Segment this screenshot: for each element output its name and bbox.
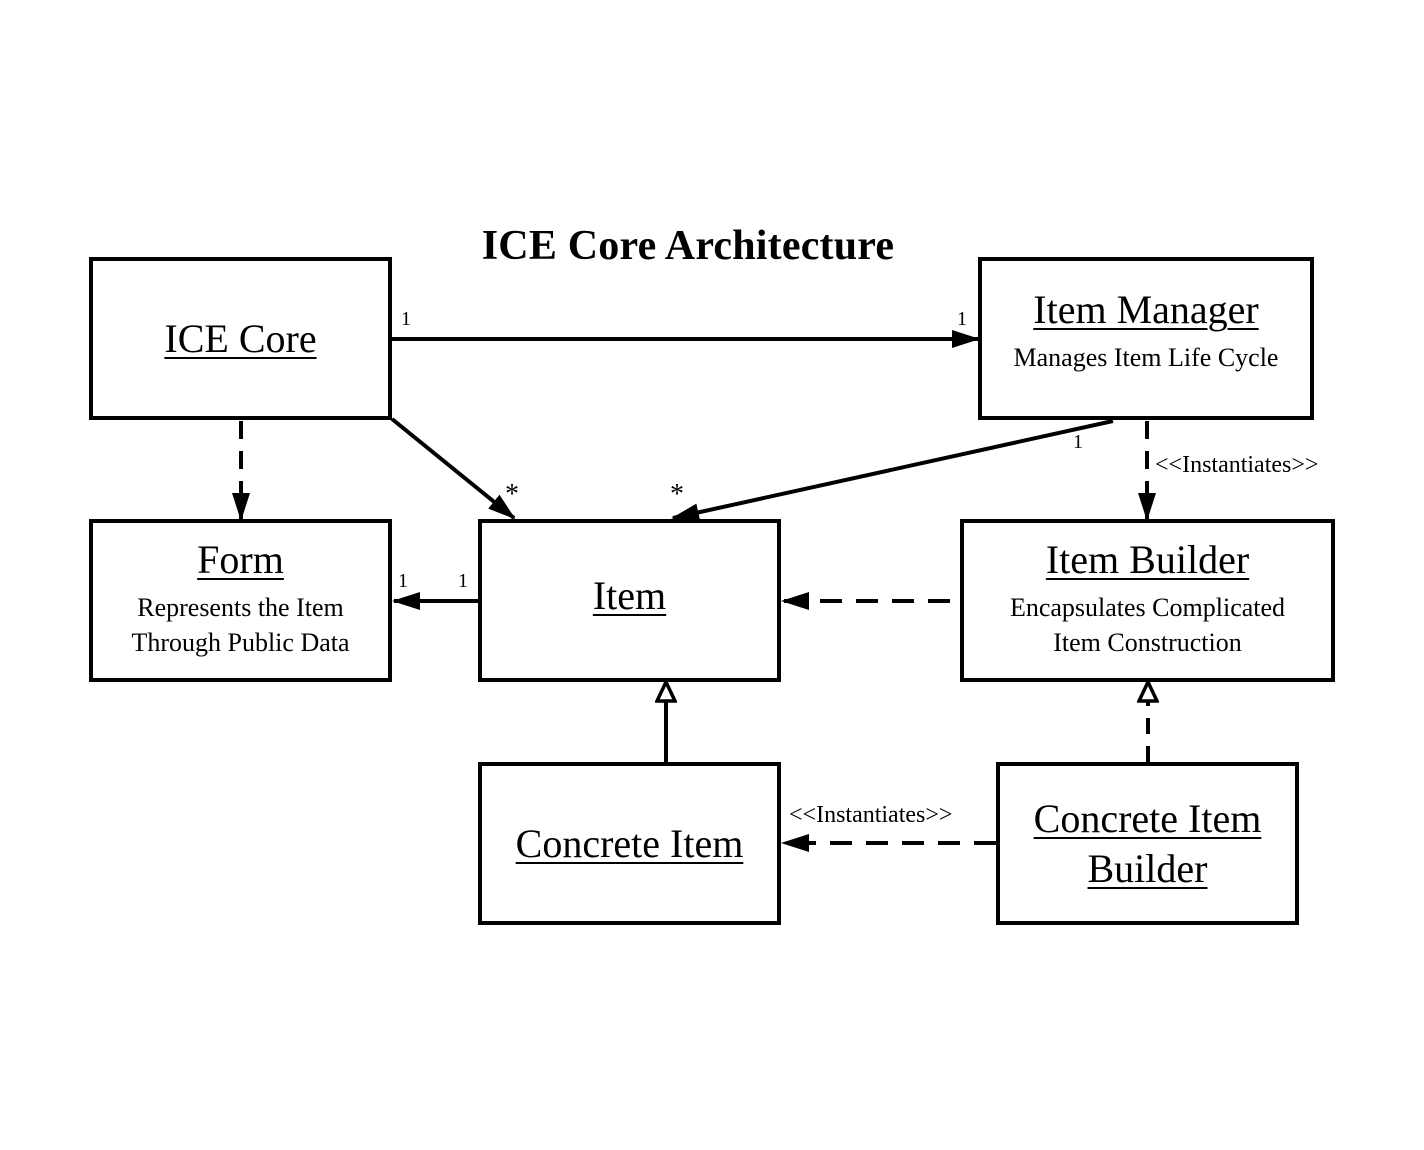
class-item-name: Item (592, 573, 667, 618)
diagram-title: ICE Core Architecture (481, 223, 895, 269)
class-item: Item (478, 519, 781, 682)
class-ice-core: ICE Core (89, 257, 392, 420)
class-ice-core-name: ICE Core (164, 315, 317, 361)
stereotype-manager-builder: <<Instantiates>> (1155, 452, 1319, 478)
class-concrete-item-builder-name: Concrete Item Builder (1033, 795, 1262, 891)
stereotype-concrete-builder-item: <<Instantiates>> (789, 802, 953, 828)
class-item-manager-name: Item Manager (1033, 287, 1259, 332)
class-item-manager-description: Manages Item Life Cycle (1013, 343, 1279, 372)
association-manager-item (671, 419, 1114, 522)
class-item-builder-name: Item Builder (1045, 537, 1250, 582)
multiplicity-core-manager-target: 1 (957, 308, 967, 330)
multiplicity-manager-item-source: 1 (1073, 431, 1083, 453)
class-form-description: Represents the Item Through Public Data (131, 593, 350, 657)
association-core-item (390, 417, 516, 520)
multiplicity-item-form-source: 1 (458, 570, 468, 592)
class-concrete-item: Concrete Item (478, 762, 781, 925)
class-form-name: Form (197, 537, 284, 582)
multiplicity-item-form-target: 1 (398, 570, 408, 592)
multiplicity-core-item-target: * (505, 479, 519, 510)
multiplicity-core-manager-source: 1 (401, 308, 411, 330)
class-form: Form Represents the Item Through Public … (89, 519, 392, 682)
class-item-manager: Item Manager Manages Item Life Cycle (978, 257, 1314, 420)
class-item-builder-description: Encapsulates Complicated Item Constructi… (1009, 593, 1286, 657)
multiplicity-manager-item-target: * (670, 479, 684, 510)
class-concrete-item-name: Concrete Item (515, 820, 744, 866)
class-concrete-item-builder: Concrete Item Builder (996, 762, 1299, 925)
class-item-builder: Item Builder Encapsulates Complicated It… (960, 519, 1335, 682)
